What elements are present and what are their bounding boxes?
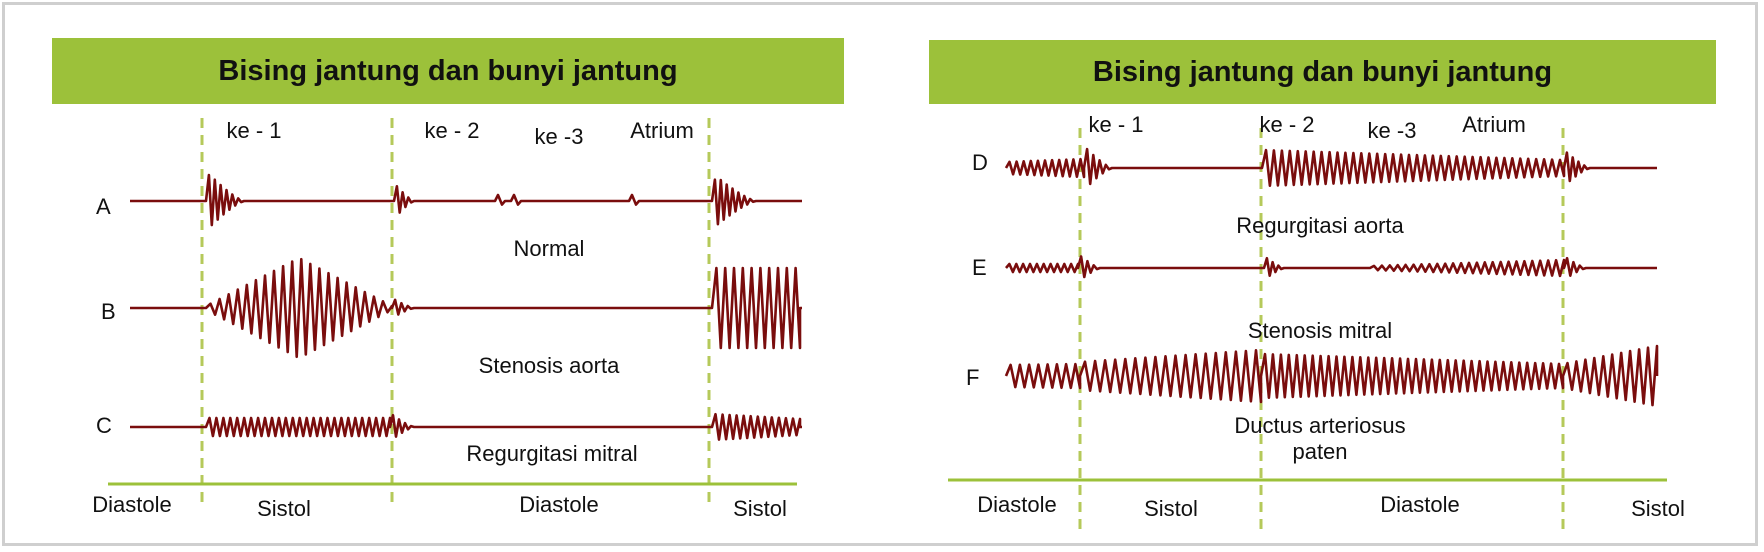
waveform-c bbox=[130, 412, 802, 441]
waveform-d bbox=[1004, 147, 1657, 187]
sound-label-atrium: Atrium bbox=[630, 118, 694, 143]
row-letter-d: D bbox=[972, 150, 988, 175]
sound-label-s3: ke -3 bbox=[1367, 118, 1417, 143]
waveform-b bbox=[130, 257, 802, 359]
phase-sistol-2: Sistol bbox=[733, 496, 787, 521]
panel-left-title: Bising jantung dan bunyi jantung bbox=[52, 38, 844, 104]
row-name-c: Regurgitasi mitral bbox=[466, 441, 638, 466]
row-name-f: Ductus arteriosus paten bbox=[1234, 413, 1406, 464]
panel-left-diagram bbox=[108, 118, 802, 508]
sound-label-s2: ke - 2 bbox=[424, 118, 480, 143]
row-name-e: Stenosis mitral bbox=[1247, 318, 1393, 343]
sound-label-s3: ke -3 bbox=[534, 124, 584, 149]
sound-label-atrium: Atrium bbox=[1462, 112, 1526, 137]
panel-left: Bising jantung dan bunyi jantung ke - 1 … bbox=[0, 0, 880, 552]
phase-diastole-1: Diastole bbox=[92, 492, 172, 517]
row-letter-f: F bbox=[966, 365, 980, 390]
panel-right: Bising jantung dan bunyi jantung ke - 1 … bbox=[900, 0, 1764, 552]
waveform-f bbox=[1004, 344, 1659, 407]
row-name-d: Regurgitasi aorta bbox=[1236, 213, 1404, 238]
waveform-a bbox=[130, 173, 802, 227]
row-letter-c: C bbox=[96, 413, 112, 438]
sound-label-s1: ke - 1 bbox=[1088, 112, 1144, 137]
row-name-a: Normal bbox=[513, 236, 585, 261]
row-letter-e: E bbox=[972, 255, 987, 280]
row-name-b: Stenosis aorta bbox=[478, 353, 620, 378]
panel-right-title: Bising jantung dan bunyi jantung bbox=[929, 40, 1716, 104]
panel-right-diagram bbox=[948, 128, 1667, 532]
phase-diastole-2: Diastole bbox=[519, 492, 599, 517]
row-letter-b: B bbox=[101, 299, 116, 324]
phase-diastole-2: Diastole bbox=[1380, 492, 1460, 517]
sound-label-s2: ke - 2 bbox=[1259, 112, 1315, 137]
row-letter-a: A bbox=[96, 194, 111, 219]
sound-label-s1: ke - 1 bbox=[226, 118, 282, 143]
phase-diastole-1: Diastole bbox=[977, 492, 1057, 517]
phase-sistol-1: Sistol bbox=[1144, 496, 1198, 521]
phase-sistol-1: Sistol bbox=[257, 496, 311, 521]
phase-sistol-2: Sistol bbox=[1631, 496, 1685, 521]
waveform-e bbox=[1005, 255, 1657, 279]
